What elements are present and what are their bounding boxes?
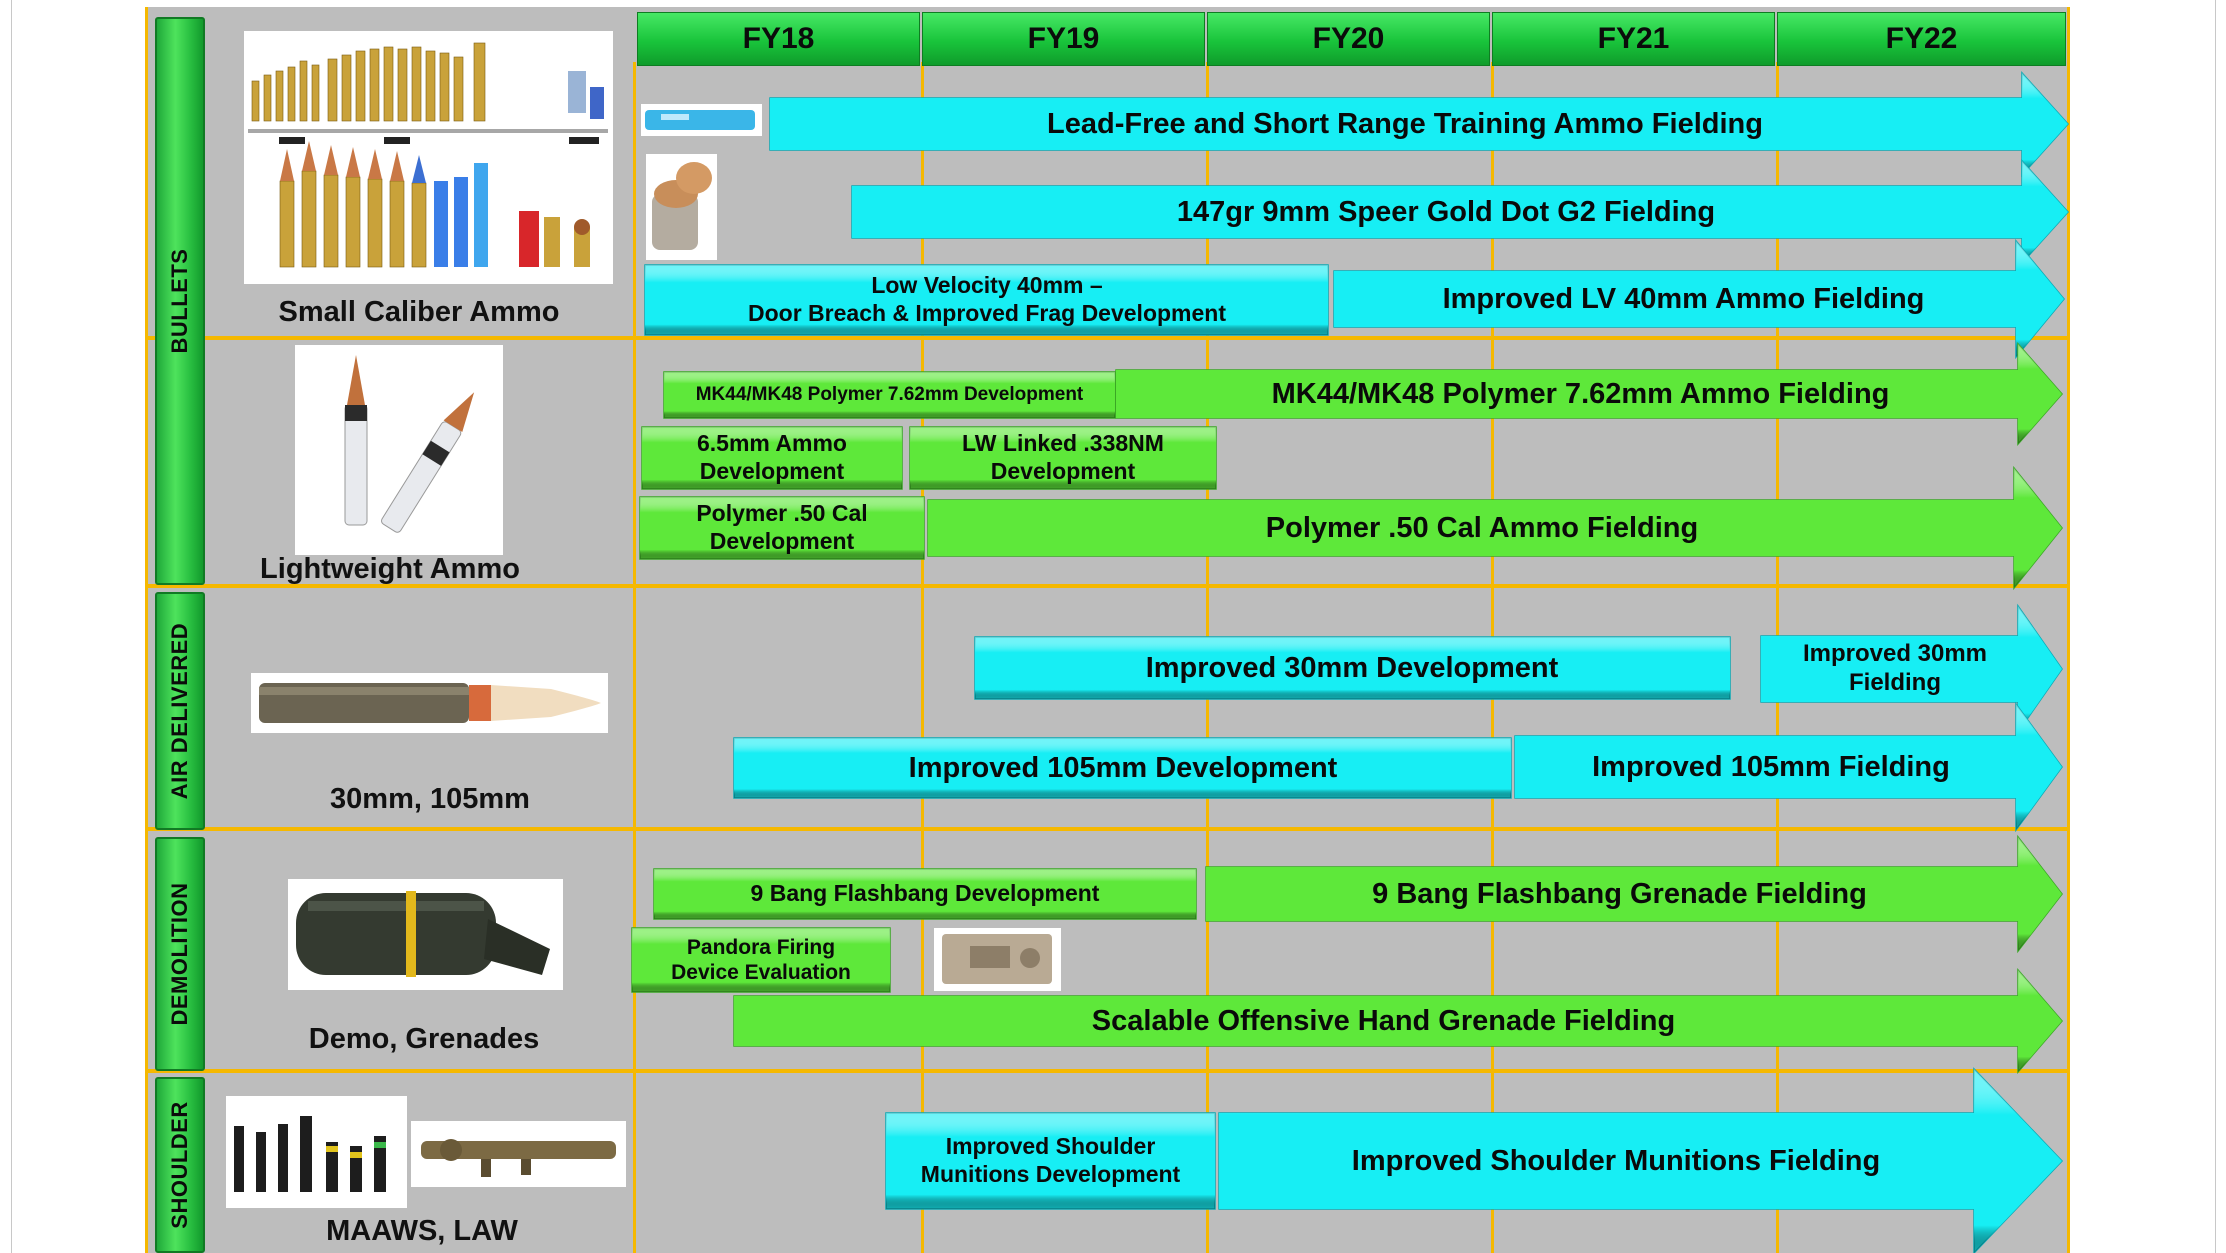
small-caliber-ammo-image [244,31,613,284]
small-caliber-cartridges-graphic [248,42,608,268]
speer-bullet-graphic [652,162,712,250]
row-divider-2 [145,584,2070,588]
category-tab-air-delivered: AIR DELIVERED [155,592,205,830]
category-label-shoulder: SHOULDER [167,1101,192,1229]
year-header-fy19: FY19 [922,12,1205,66]
item-label-small-caliber: Small Caliber Ammo [278,296,560,328]
lv40-fielding-arrow [1333,238,2065,360]
flashbang-development-arrow [653,868,1197,920]
category-tab-bullets: BULLETS [155,17,205,585]
50cal-fielding-arrow [927,465,2063,591]
category-label-air-delivered: AIR DELIVERED [167,622,192,800]
grenade-graphic [296,891,550,977]
lightweight-ammo-image [295,345,503,555]
training-round-image [641,104,762,136]
grid-line-fy18-start [633,62,636,1253]
30mm-fielding-arrow [1760,603,2063,735]
year-header-fy22: FY22 [1777,12,2066,66]
50cal-development-arrow [639,496,925,560]
category-label-demolition: DEMOLITION [167,882,192,1026]
speer-arrow [851,159,2070,265]
item-label-air: 30mm, 105mm [330,783,530,815]
105mm-development-arrow [733,737,1512,799]
30mm-round-image [251,673,608,733]
lead-free-arrow [769,71,2070,177]
30mm-round-graphic [259,683,601,723]
training-round-graphic [645,110,755,130]
speer-bullet-image [646,154,717,260]
30mm-development-arrow [974,636,1731,700]
flashbang-fielding-arrow [1205,834,2063,954]
launcher-graphic [421,1139,616,1177]
row-divider-1 [145,336,2070,340]
item-label-demo: Demo, Grenades [308,1023,540,1055]
page-frame-left [11,0,12,1253]
lv40-development-arrow [644,264,1329,336]
grenade-image [288,879,563,990]
item-label-lightweight: Lightweight Ammo [260,553,520,585]
lightweight-cartridges-graphic [344,355,475,533]
shoulder-fielding-arrow [1218,1067,2064,1253]
launcher-image [411,1121,626,1187]
338nm-development-arrow [909,426,1217,490]
pandora-evaluation-arrow [631,927,891,993]
65mm-development-arrow [641,426,903,490]
category-tab-demolition: DEMOLITION [155,837,205,1071]
page-frame-right [2215,0,2216,1253]
firing-device-image [934,928,1061,991]
row-divider-4 [145,1069,2070,1073]
mk44-fielding-arrow [1115,342,2063,446]
soh-fielding-arrow [733,967,2063,1075]
firing-device-graphic [942,934,1052,984]
category-tab-shoulder: SHOULDER [155,1077,205,1253]
year-header-fy18: FY18 [637,12,920,66]
shoulder-munitions-rounds-image [226,1096,407,1208]
shoulder-development-arrow [885,1112,1216,1210]
105mm-fielding-arrow [1514,701,2063,833]
mk44-development-arrow [663,371,1116,419]
item-label-shoulder: MAAWS, LAW [326,1215,518,1247]
row-divider-3 [145,827,2070,831]
category-label-bullets: BULLETS [167,248,192,354]
grid-line-fy19-start [921,62,924,1253]
year-header-fy20: FY20 [1207,12,1490,66]
year-header-fy21: FY21 [1492,12,1775,66]
shoulder-rounds-graphic [234,1116,386,1192]
